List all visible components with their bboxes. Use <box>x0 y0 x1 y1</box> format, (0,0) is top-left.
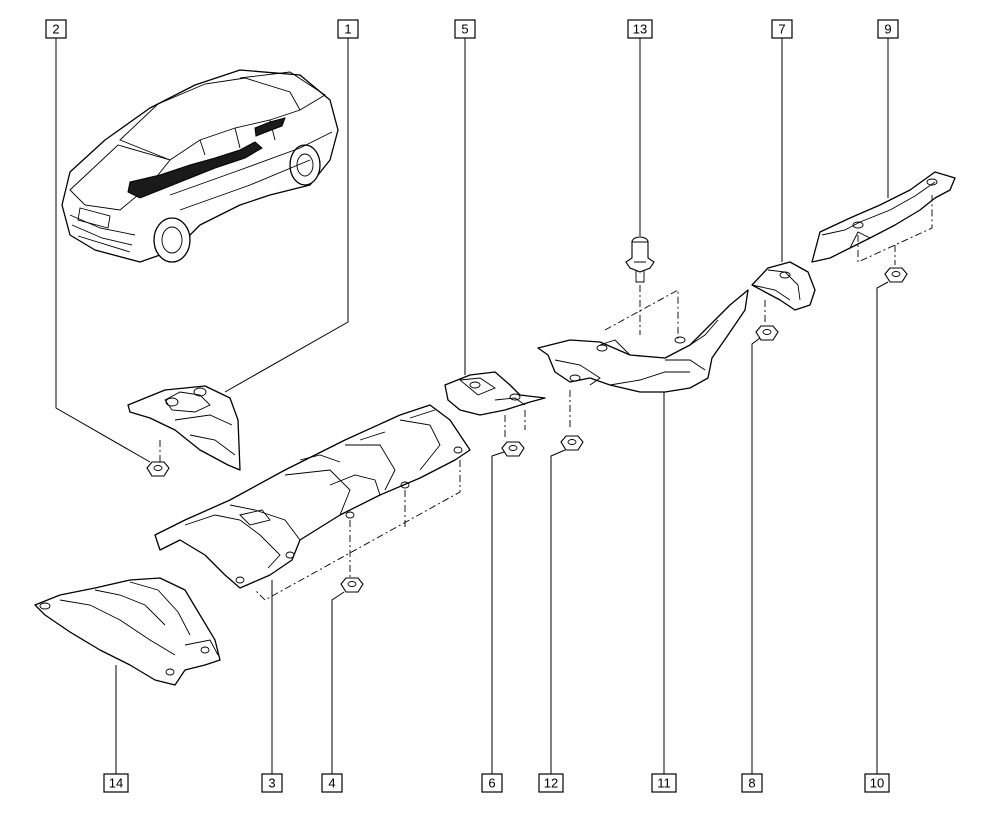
callout-11: 11 <box>651 773 677 793</box>
callout-label: 3 <box>268 776 275 791</box>
callout-2: 2 <box>45 19 67 39</box>
callout-10: 10 <box>864 773 890 793</box>
callout-7: 7 <box>771 19 793 39</box>
heat-shield-part-7 <box>751 261 816 311</box>
callout-9: 9 <box>877 19 899 39</box>
callout-label: 13 <box>633 22 647 37</box>
callout-label: 1 <box>344 22 351 37</box>
car-illustration <box>61 69 339 263</box>
callout-8: 8 <box>741 773 763 793</box>
nut-part-4 <box>340 577 364 593</box>
callout-label: 10 <box>870 776 884 791</box>
callout-label: 9 <box>884 22 891 37</box>
callout-label: 4 <box>328 776 335 791</box>
nut-part-6 <box>501 441 525 457</box>
callout-label: 14 <box>109 776 123 791</box>
callout-4: 4 <box>321 773 343 793</box>
callout-1: 1 <box>337 19 359 39</box>
callout-6: 6 <box>481 773 503 793</box>
callout-3: 3 <box>261 773 283 793</box>
heat-shield-part-5 <box>444 371 546 416</box>
callout-label: 6 <box>488 776 495 791</box>
heat-shield-part-11 <box>537 289 749 393</box>
nut-part-8 <box>755 325 779 341</box>
callout-label: 12 <box>544 776 558 791</box>
callout-12: 12 <box>538 773 564 793</box>
callout-14: 14 <box>103 773 129 793</box>
nut-part-12 <box>560 435 584 451</box>
nut-part-10 <box>884 267 908 283</box>
nut-part-2 <box>146 461 170 477</box>
callout-label: 8 <box>748 776 755 791</box>
callout-label: 5 <box>461 22 468 37</box>
heat-shield-part-14 <box>34 577 221 686</box>
leader-lines <box>55 38 889 774</box>
callout-label: 11 <box>657 776 671 791</box>
heat-shield-part-9 <box>811 171 956 263</box>
heat-shield-part-3 <box>154 404 471 589</box>
callout-label: 7 <box>778 22 785 37</box>
callout-label: 2 <box>52 22 59 37</box>
callout-5: 5 <box>454 19 476 39</box>
callout-13: 13 <box>627 19 653 39</box>
clip-part-13 <box>625 236 655 283</box>
heat-shield-part-1 <box>127 385 241 471</box>
